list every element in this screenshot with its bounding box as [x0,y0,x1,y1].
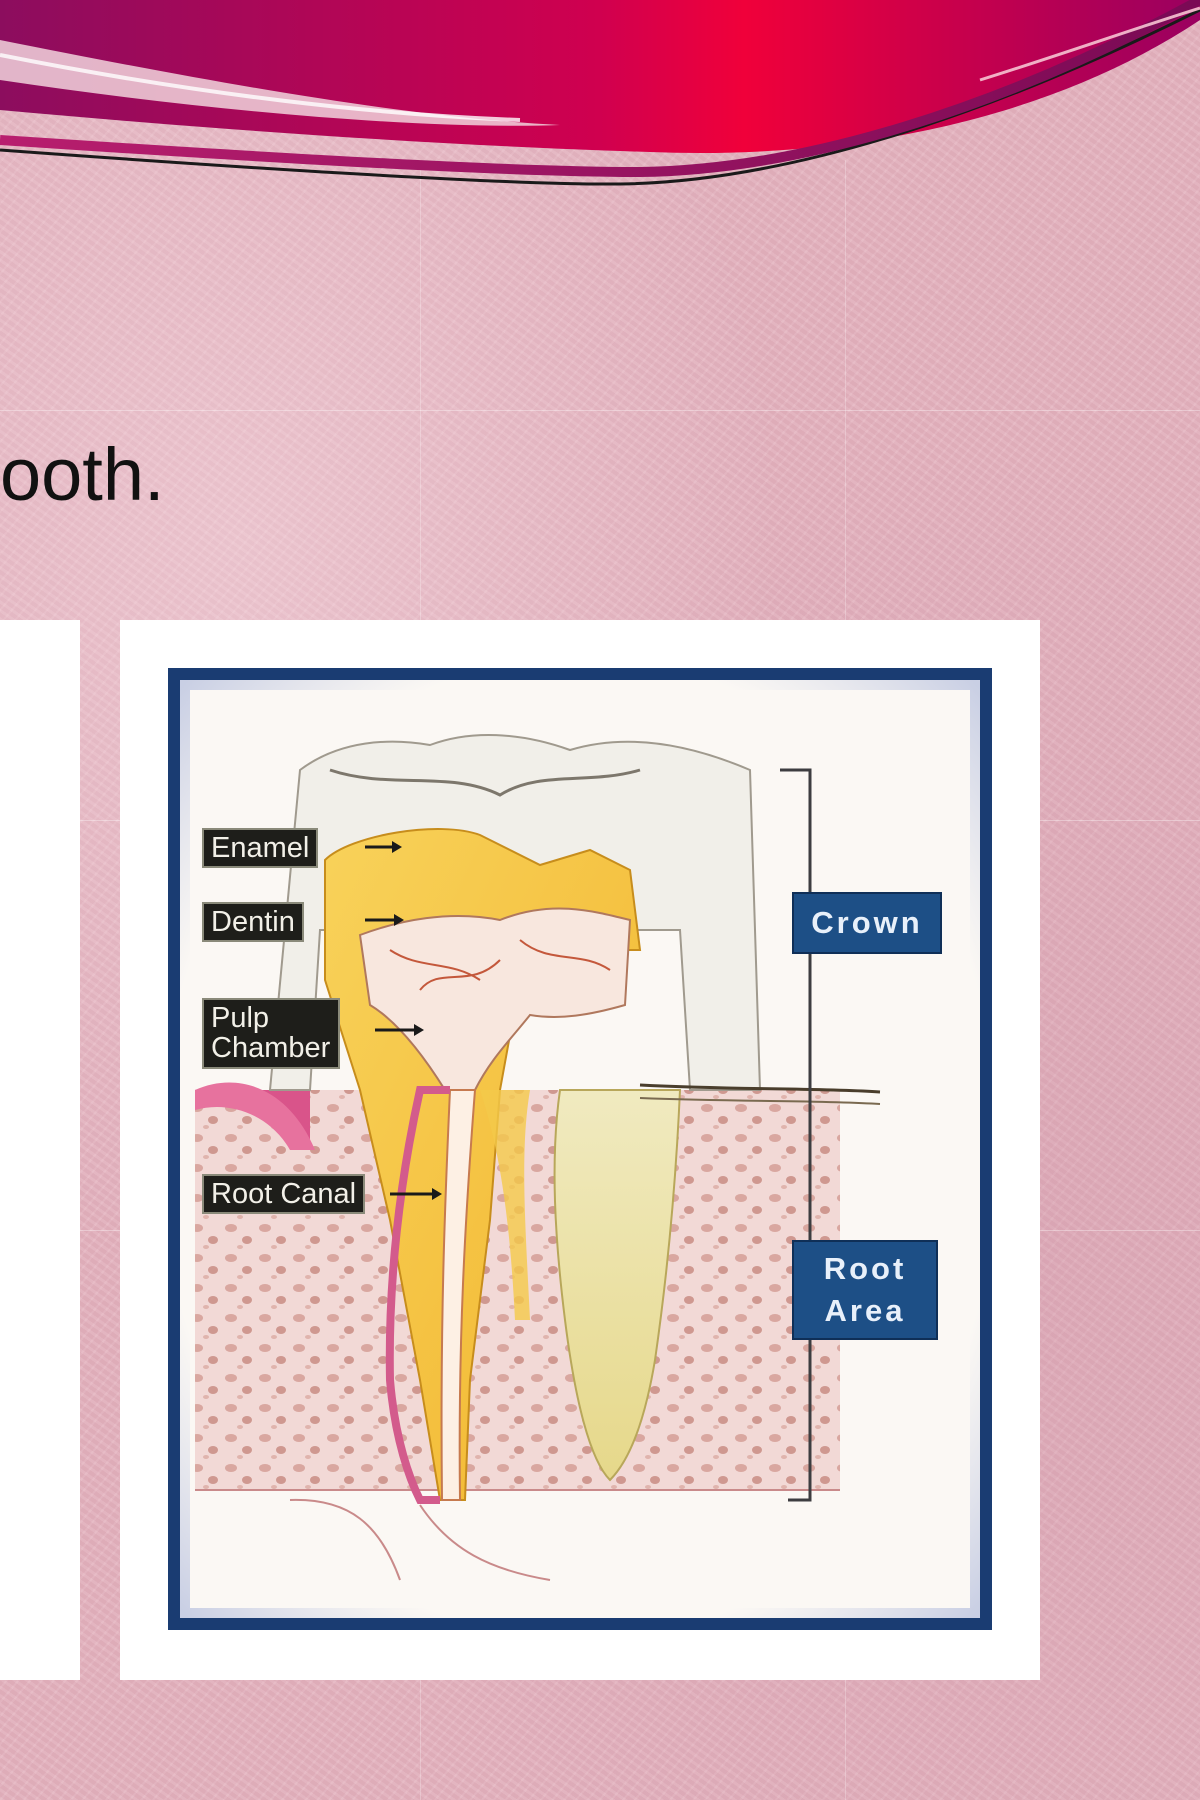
slide-title: ooth. [0,433,165,516]
crown-region-label: Crown [792,892,942,954]
tooth-anatomy-figure: Enamel Dentin Pulp Chamber Root Canal Cr… [120,620,1040,1680]
pulp-chamber-label: Pulp Chamber [202,998,340,1069]
text-panel [0,620,80,1680]
enamel-label: Enamel [202,828,319,869]
header-swoosh-decoration [0,0,1200,186]
background-grid-line [0,410,1200,411]
root-canal-label: Root Canal [202,1174,366,1215]
dentin-label: Dentin [202,902,304,943]
root-area-region-label: Root Area [792,1240,938,1340]
tooth-illustration [168,668,992,1630]
